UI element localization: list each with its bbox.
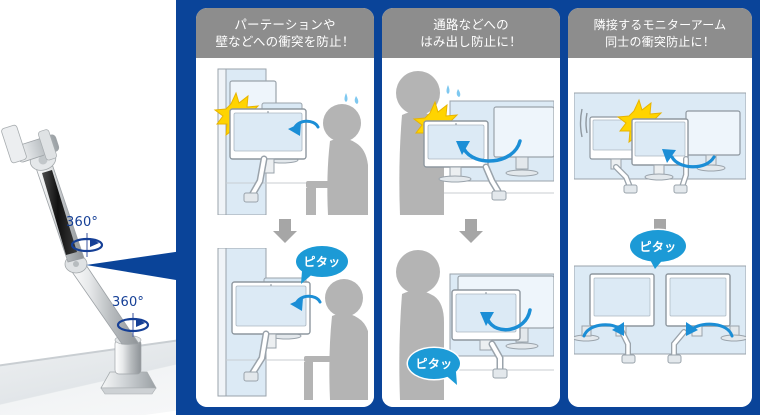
heading-line-1: 隣接するモニターアーム bbox=[593, 18, 727, 32]
down-arrow-divider bbox=[273, 219, 297, 243]
heading-line-2: 同士の衝突防止に！ bbox=[605, 35, 715, 49]
adjacent-monitors-collide bbox=[574, 63, 746, 215]
panel-partition-heading: パーテーションや 壁などへの衝突を防止！ bbox=[196, 8, 374, 58]
pointer-wedge bbox=[86, 251, 182, 281]
collision-with-partition bbox=[202, 63, 368, 215]
heading-line-2: 壁などへの衝突を防止！ bbox=[215, 34, 355, 49]
bubble-text: ピタッ bbox=[303, 255, 341, 269]
panel-partition: パーテーションや 壁などへの衝突を防止！ bbox=[196, 8, 374, 407]
rotation-arrow-icon-lower bbox=[116, 313, 150, 337]
heading-line-1: 通路などへの bbox=[433, 17, 509, 32]
down-arrow-divider bbox=[459, 219, 483, 243]
bubble-text: ピタッ bbox=[639, 239, 677, 254]
bubble-text: ピタッ bbox=[415, 357, 453, 371]
rotation-arrow-icon bbox=[70, 233, 104, 257]
rotation-label-upper: 360° bbox=[66, 215, 99, 230]
bubble-pitat-1: ピタッ bbox=[296, 246, 348, 284]
panel-adjacent-arms-heading: 隣接するモニターアーム 同士の衝突防止に！ bbox=[568, 8, 752, 58]
panel-partition-body: ピタッ bbox=[196, 58, 374, 407]
panel-adjacent-arms-body: ピタッ bbox=[568, 58, 752, 407]
adjacent-monitors-kept-apart bbox=[574, 248, 746, 400]
bubble-tail bbox=[301, 271, 316, 284]
monitor-stays-within-desk bbox=[388, 248, 554, 400]
monitor-protrudes-into-aisle bbox=[388, 63, 554, 215]
monitor-arm-illustration bbox=[1, 124, 157, 395]
bubble-tail bbox=[442, 372, 457, 385]
monitor-stops-safely bbox=[202, 248, 368, 400]
rotation-label-lower: 360° bbox=[112, 295, 145, 310]
panel-aisle-heading: 通路などへの はみ出し防止に！ bbox=[382, 8, 560, 58]
bubble-pitat-2: ピタッ bbox=[408, 348, 460, 385]
panel-aisle-body: ピタッ bbox=[382, 58, 560, 407]
bubble-tail bbox=[648, 256, 666, 269]
heading-line-2: はみ出し防止に！ bbox=[420, 34, 522, 49]
panel-adjacent-arms: 隣接するモニターアーム 同士の衝突防止に！ bbox=[568, 8, 752, 407]
heading-line-1: パーテーションや bbox=[234, 17, 336, 32]
bubble-pitat-3: ピタッ bbox=[630, 230, 686, 269]
product-photo-area: 360° 360° bbox=[0, 0, 186, 415]
panel-aisle: 通路などへの はみ出し防止に！ bbox=[382, 8, 560, 407]
